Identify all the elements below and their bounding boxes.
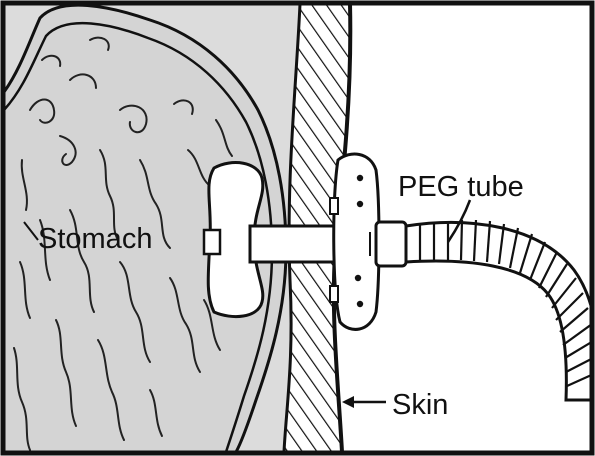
bumper-stem (204, 230, 220, 254)
peg-tube-label: PEG tube (398, 171, 524, 203)
external-disk (334, 154, 379, 329)
stomach-label: Stomach (38, 223, 152, 255)
skin-label: Skin (392, 389, 448, 421)
disk-stem (330, 198, 338, 214)
disk-stem-lower (330, 286, 338, 302)
tube-connector (376, 222, 406, 266)
skin-arrowhead (342, 396, 354, 408)
